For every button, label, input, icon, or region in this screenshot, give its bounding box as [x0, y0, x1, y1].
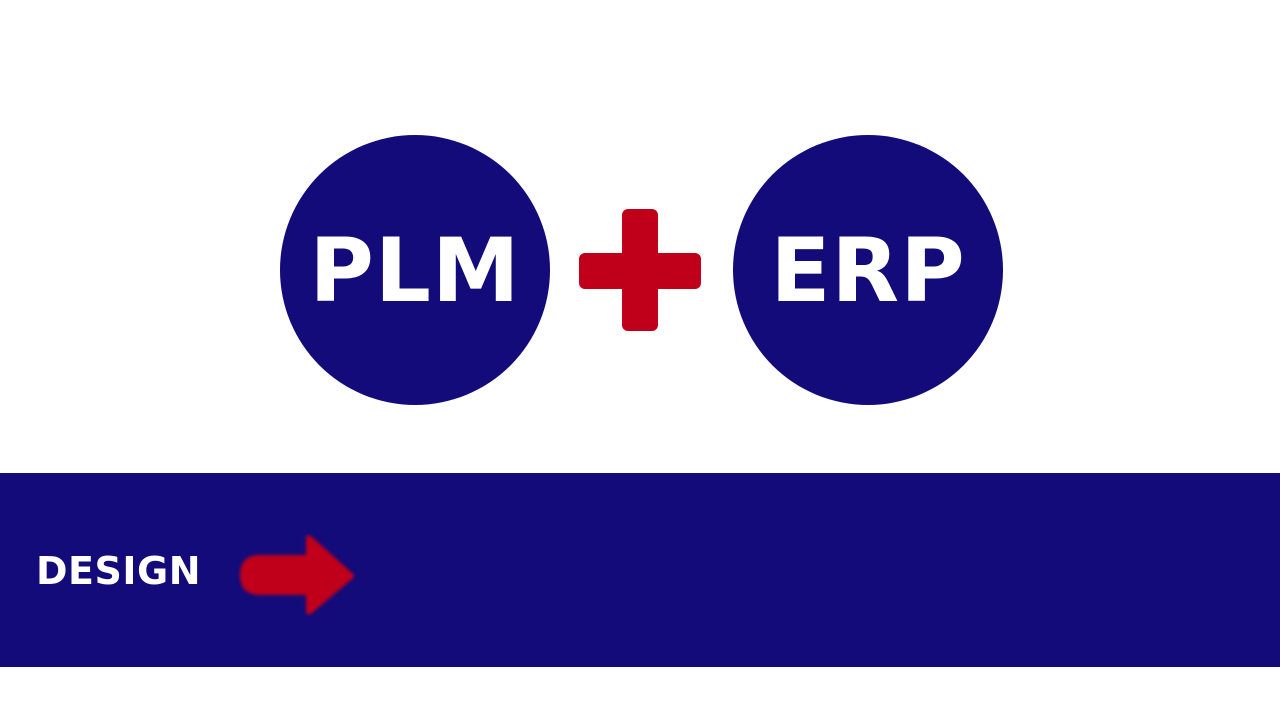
- plm-label: PLM: [309, 218, 521, 322]
- plm-circle: PLM: [280, 135, 550, 405]
- design-label: DESIGN: [36, 549, 202, 593]
- arrow-right-icon: [240, 535, 354, 615]
- plus-icon: [579, 209, 701, 331]
- bottom-band: DESIGN: [0, 473, 1280, 667]
- erp-label: ERP: [770, 218, 966, 322]
- erp-circle: ERP: [733, 135, 1003, 405]
